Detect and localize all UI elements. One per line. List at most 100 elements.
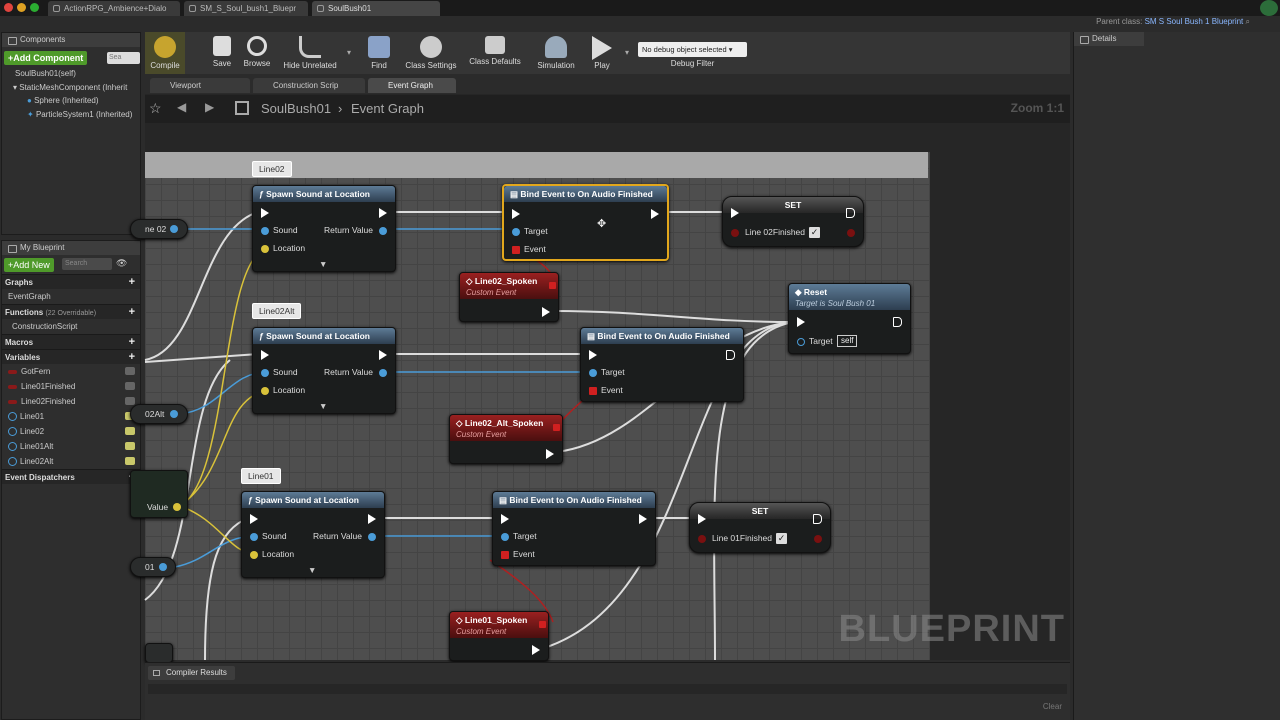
- play-options-dropdown-icon[interactable]: ▾: [624, 48, 629, 57]
- exec-out-pin[interactable]: [532, 645, 540, 655]
- sound-value-node[interactable]: Value: [130, 470, 188, 518]
- bind-event-node-line01[interactable]: ▤ Bind Event to On Audio Finished Target…: [492, 491, 656, 566]
- bool-in-pin[interactable]: [731, 229, 739, 237]
- section-functions[interactable]: Functions (22 Overridable)+: [2, 304, 140, 319]
- section-macros[interactable]: Macros+: [2, 334, 140, 349]
- add-macro-icon[interactable]: +: [128, 336, 135, 348]
- exec-out-pin[interactable]: [846, 208, 855, 218]
- target-pin[interactable]: [512, 228, 520, 236]
- visibility-eye-icon[interactable]: [125, 367, 135, 375]
- tab-soul-bush-blueprint[interactable]: SM_S_Soul_bush1_Bluepr: [184, 1, 308, 16]
- add-component-button[interactable]: +Add Component: [4, 51, 88, 65]
- set-line02finished-node[interactable]: SET Line 02Finished ✓: [722, 196, 864, 247]
- checkbox-checked[interactable]: ✓: [776, 533, 787, 544]
- class-defaults-button[interactable]: Class Defaults: [465, 32, 525, 74]
- exec-in-pin[interactable]: [261, 350, 269, 360]
- exec-out-pin[interactable]: [726, 350, 735, 360]
- variable-item-line01alt[interactable]: Line01Alt: [2, 439, 140, 454]
- spawn-sound-node-line01[interactable]: ƒ Spawn Sound at Location Sound Return V…: [241, 491, 385, 578]
- close-window-button[interactable]: [4, 3, 13, 12]
- spawn-sound-node-line02[interactable]: ƒ Spawn Sound at Location Sound Return V…: [252, 185, 396, 272]
- variable-get-line02[interactable]: ne 02: [130, 219, 188, 239]
- section-variables[interactable]: Variables+: [2, 349, 140, 364]
- add-new-button[interactable]: +Add New: [4, 258, 54, 272]
- delegate-pin[interactable]: [553, 424, 560, 431]
- search-icon[interactable]: ⌕: [1245, 17, 1250, 26]
- target-pin[interactable]: [589, 369, 597, 377]
- tab-soulbush01[interactable]: SoulBush01: [312, 1, 440, 16]
- variable-item-line02alt[interactable]: Line02Alt: [2, 454, 140, 469]
- tab-viewport[interactable]: Viewport: [150, 78, 250, 93]
- location-pin[interactable]: [261, 387, 269, 395]
- bool-out-pin[interactable]: [814, 535, 822, 543]
- return-value-pin[interactable]: [368, 533, 376, 541]
- event-pin[interactable]: [589, 387, 597, 395]
- comment-line01[interactable]: Line01: [241, 468, 281, 484]
- exec-out-pin[interactable]: [639, 514, 647, 524]
- hide-unrelated-dropdown-icon[interactable]: ▾: [346, 48, 351, 57]
- play-button[interactable]: Play: [585, 32, 619, 74]
- add-graph-icon[interactable]: +: [128, 276, 135, 288]
- checkbox-checked[interactable]: ✓: [809, 227, 820, 238]
- tree-item-particle[interactable]: ✦ ParticleSystem1 (Inherited): [27, 109, 133, 119]
- bind-event-node-line02alt[interactable]: ▤ Bind Event to On Audio Finished Target…: [580, 327, 744, 402]
- add-function-icon[interactable]: +: [128, 306, 135, 318]
- bind-event-node-line02[interactable]: ▤ Bind Event to On Audio Finished Target…: [502, 184, 669, 261]
- function-item-construction[interactable]: ConstructionScript: [12, 322, 78, 331]
- exec-out-pin[interactable]: [651, 209, 659, 219]
- maximize-window-button[interactable]: [30, 3, 39, 12]
- find-button[interactable]: Find: [363, 32, 395, 74]
- exec-out-pin[interactable]: [813, 514, 822, 524]
- delegate-pin[interactable]: [549, 282, 556, 289]
- exec-in-pin[interactable]: [250, 514, 258, 524]
- bool-out-pin[interactable]: [847, 229, 855, 237]
- parent-class-link[interactable]: SM S Soul Bush 1 Blueprint: [1144, 17, 1244, 26]
- tab-construction-script[interactable]: Construction Scrip: [253, 78, 365, 93]
- class-settings-button[interactable]: Class Settings: [401, 32, 461, 74]
- return-value-pin[interactable]: [379, 227, 387, 235]
- simulation-button[interactable]: Simulation: [531, 32, 581, 74]
- delegate-pin[interactable]: [539, 621, 546, 628]
- tree-item-self[interactable]: SoulBush01(self): [15, 69, 76, 78]
- variable-item-line02[interactable]: Line02: [2, 424, 140, 439]
- location-pin[interactable]: [261, 245, 269, 253]
- location-pin[interactable]: [250, 551, 258, 559]
- sound-pin[interactable]: [250, 533, 258, 541]
- breadcrumb-current[interactable]: Event Graph: [351, 101, 424, 116]
- hide-unrelated-button[interactable]: Hide Unrelated: [280, 32, 340, 74]
- target-pin[interactable]: [797, 338, 805, 346]
- variable-get-line02alt[interactable]: 02Alt: [130, 404, 188, 424]
- expand-node-icon[interactable]: ▼: [319, 259, 328, 269]
- target-pin[interactable]: [501, 533, 509, 541]
- tab-ambience[interactable]: ActionRPG_Ambience+Dialo: [48, 1, 180, 16]
- expand-node-icon[interactable]: ▼: [319, 401, 328, 411]
- return-value-pin[interactable]: [379, 369, 387, 377]
- comment-line02alt[interactable]: Line02Alt: [252, 303, 302, 319]
- expand-arrow-icon[interactable]: ▾: [13, 82, 20, 92]
- exec-out-pin[interactable]: [379, 208, 387, 218]
- graph-item-eventgraph[interactable]: EventGraph: [8, 292, 51, 301]
- output-pin[interactable]: [159, 563, 167, 571]
- clear-button[interactable]: Clear: [1042, 702, 1062, 711]
- self-value-box[interactable]: self: [837, 335, 858, 347]
- components-tab[interactable]: Components: [2, 33, 140, 47]
- output-pin[interactable]: [170, 410, 178, 418]
- sound-pin[interactable]: [261, 369, 269, 377]
- tab-event-graph[interactable]: Event Graph: [368, 78, 456, 93]
- forward-arrow-icon[interactable]: ▶: [205, 100, 215, 114]
- component-search-input[interactable]: Sea: [107, 52, 140, 64]
- exec-out-pin[interactable]: [546, 449, 554, 459]
- compiler-results-tab[interactable]: Compiler Results: [148, 666, 235, 680]
- exec-in-pin[interactable]: [698, 514, 706, 524]
- exec-out-pin[interactable]: [368, 514, 376, 524]
- minimize-window-button[interactable]: [17, 3, 26, 12]
- view-options-eye-icon[interactable]: 👁: [116, 258, 128, 268]
- section-graphs[interactable]: Graphs+: [2, 274, 140, 289]
- event-pin[interactable]: [501, 551, 509, 559]
- spawn-sound-node-line02alt[interactable]: ƒ Spawn Sound at Location Sound Return V…: [252, 327, 396, 414]
- visibility-eye-icon[interactable]: [125, 397, 135, 405]
- set-line01finished-node[interactable]: SET Line 01Finished ✓: [689, 502, 831, 553]
